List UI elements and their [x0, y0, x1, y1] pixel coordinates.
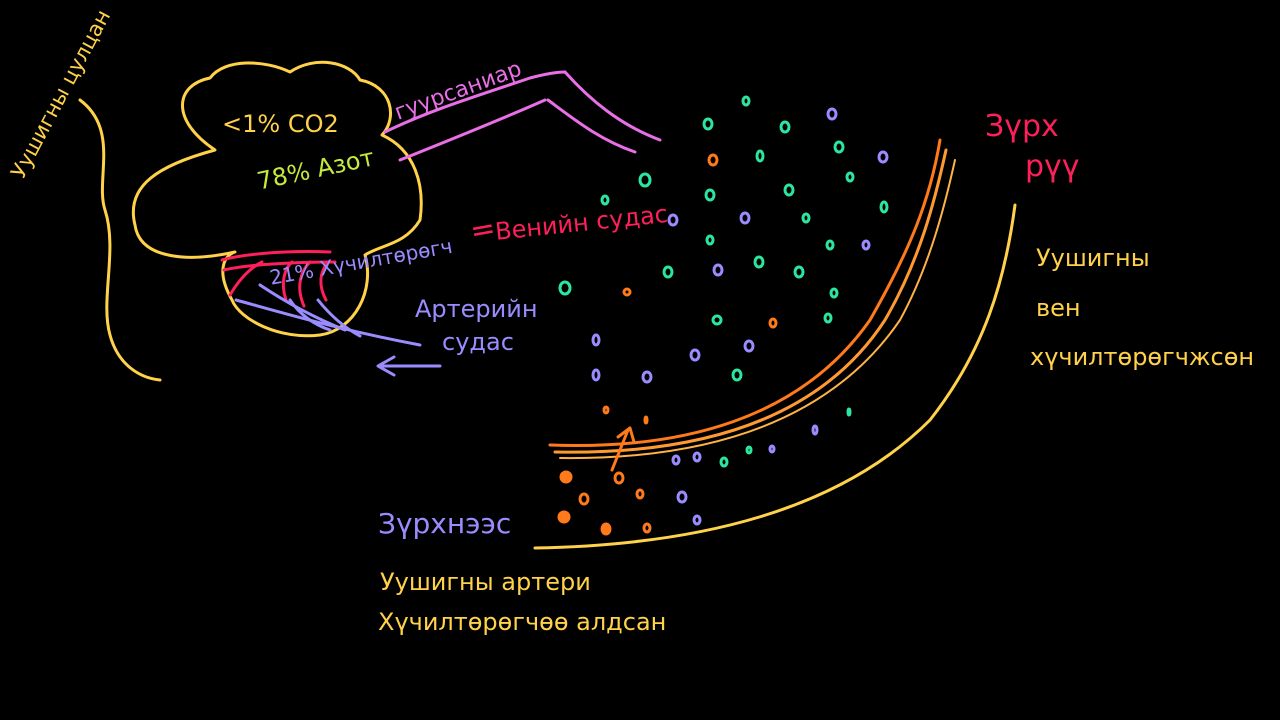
artery-branches [234, 283, 422, 347]
gas-molecules [557, 95, 889, 536]
diffusion-arrow [610, 426, 636, 472]
artery-label-line2: судас [442, 328, 514, 356]
to-heart-label-line1: Зүрх [985, 109, 1059, 144]
capillary-mesh [220, 250, 337, 308]
from-heart-label: Зүрхнээс [378, 507, 512, 540]
pulmonary-vein-line2: вен [1036, 294, 1081, 322]
capillary-vessel [533, 138, 1017, 550]
pulmonary-vein-line1: Уушигны [1036, 244, 1150, 272]
pulmonary-vein-line3: хүчилтөрөгчжсөн [1030, 343, 1255, 371]
co2-label: <1% CO2 [222, 110, 339, 138]
pulmonary-artery-label: Уушигны артери [380, 568, 591, 596]
lost-oxygen-label: Хүчилтөрөгчөө алдсан [378, 608, 667, 636]
bronchi-tubes [383, 70, 662, 162]
alveolus-cloud [131, 60, 423, 338]
artery-arrow [376, 355, 442, 377]
to-heart-label-line2: рүү [1025, 149, 1080, 184]
artery-label-line1: Артерийн [415, 295, 538, 323]
lung-outline-curve [78, 98, 162, 382]
